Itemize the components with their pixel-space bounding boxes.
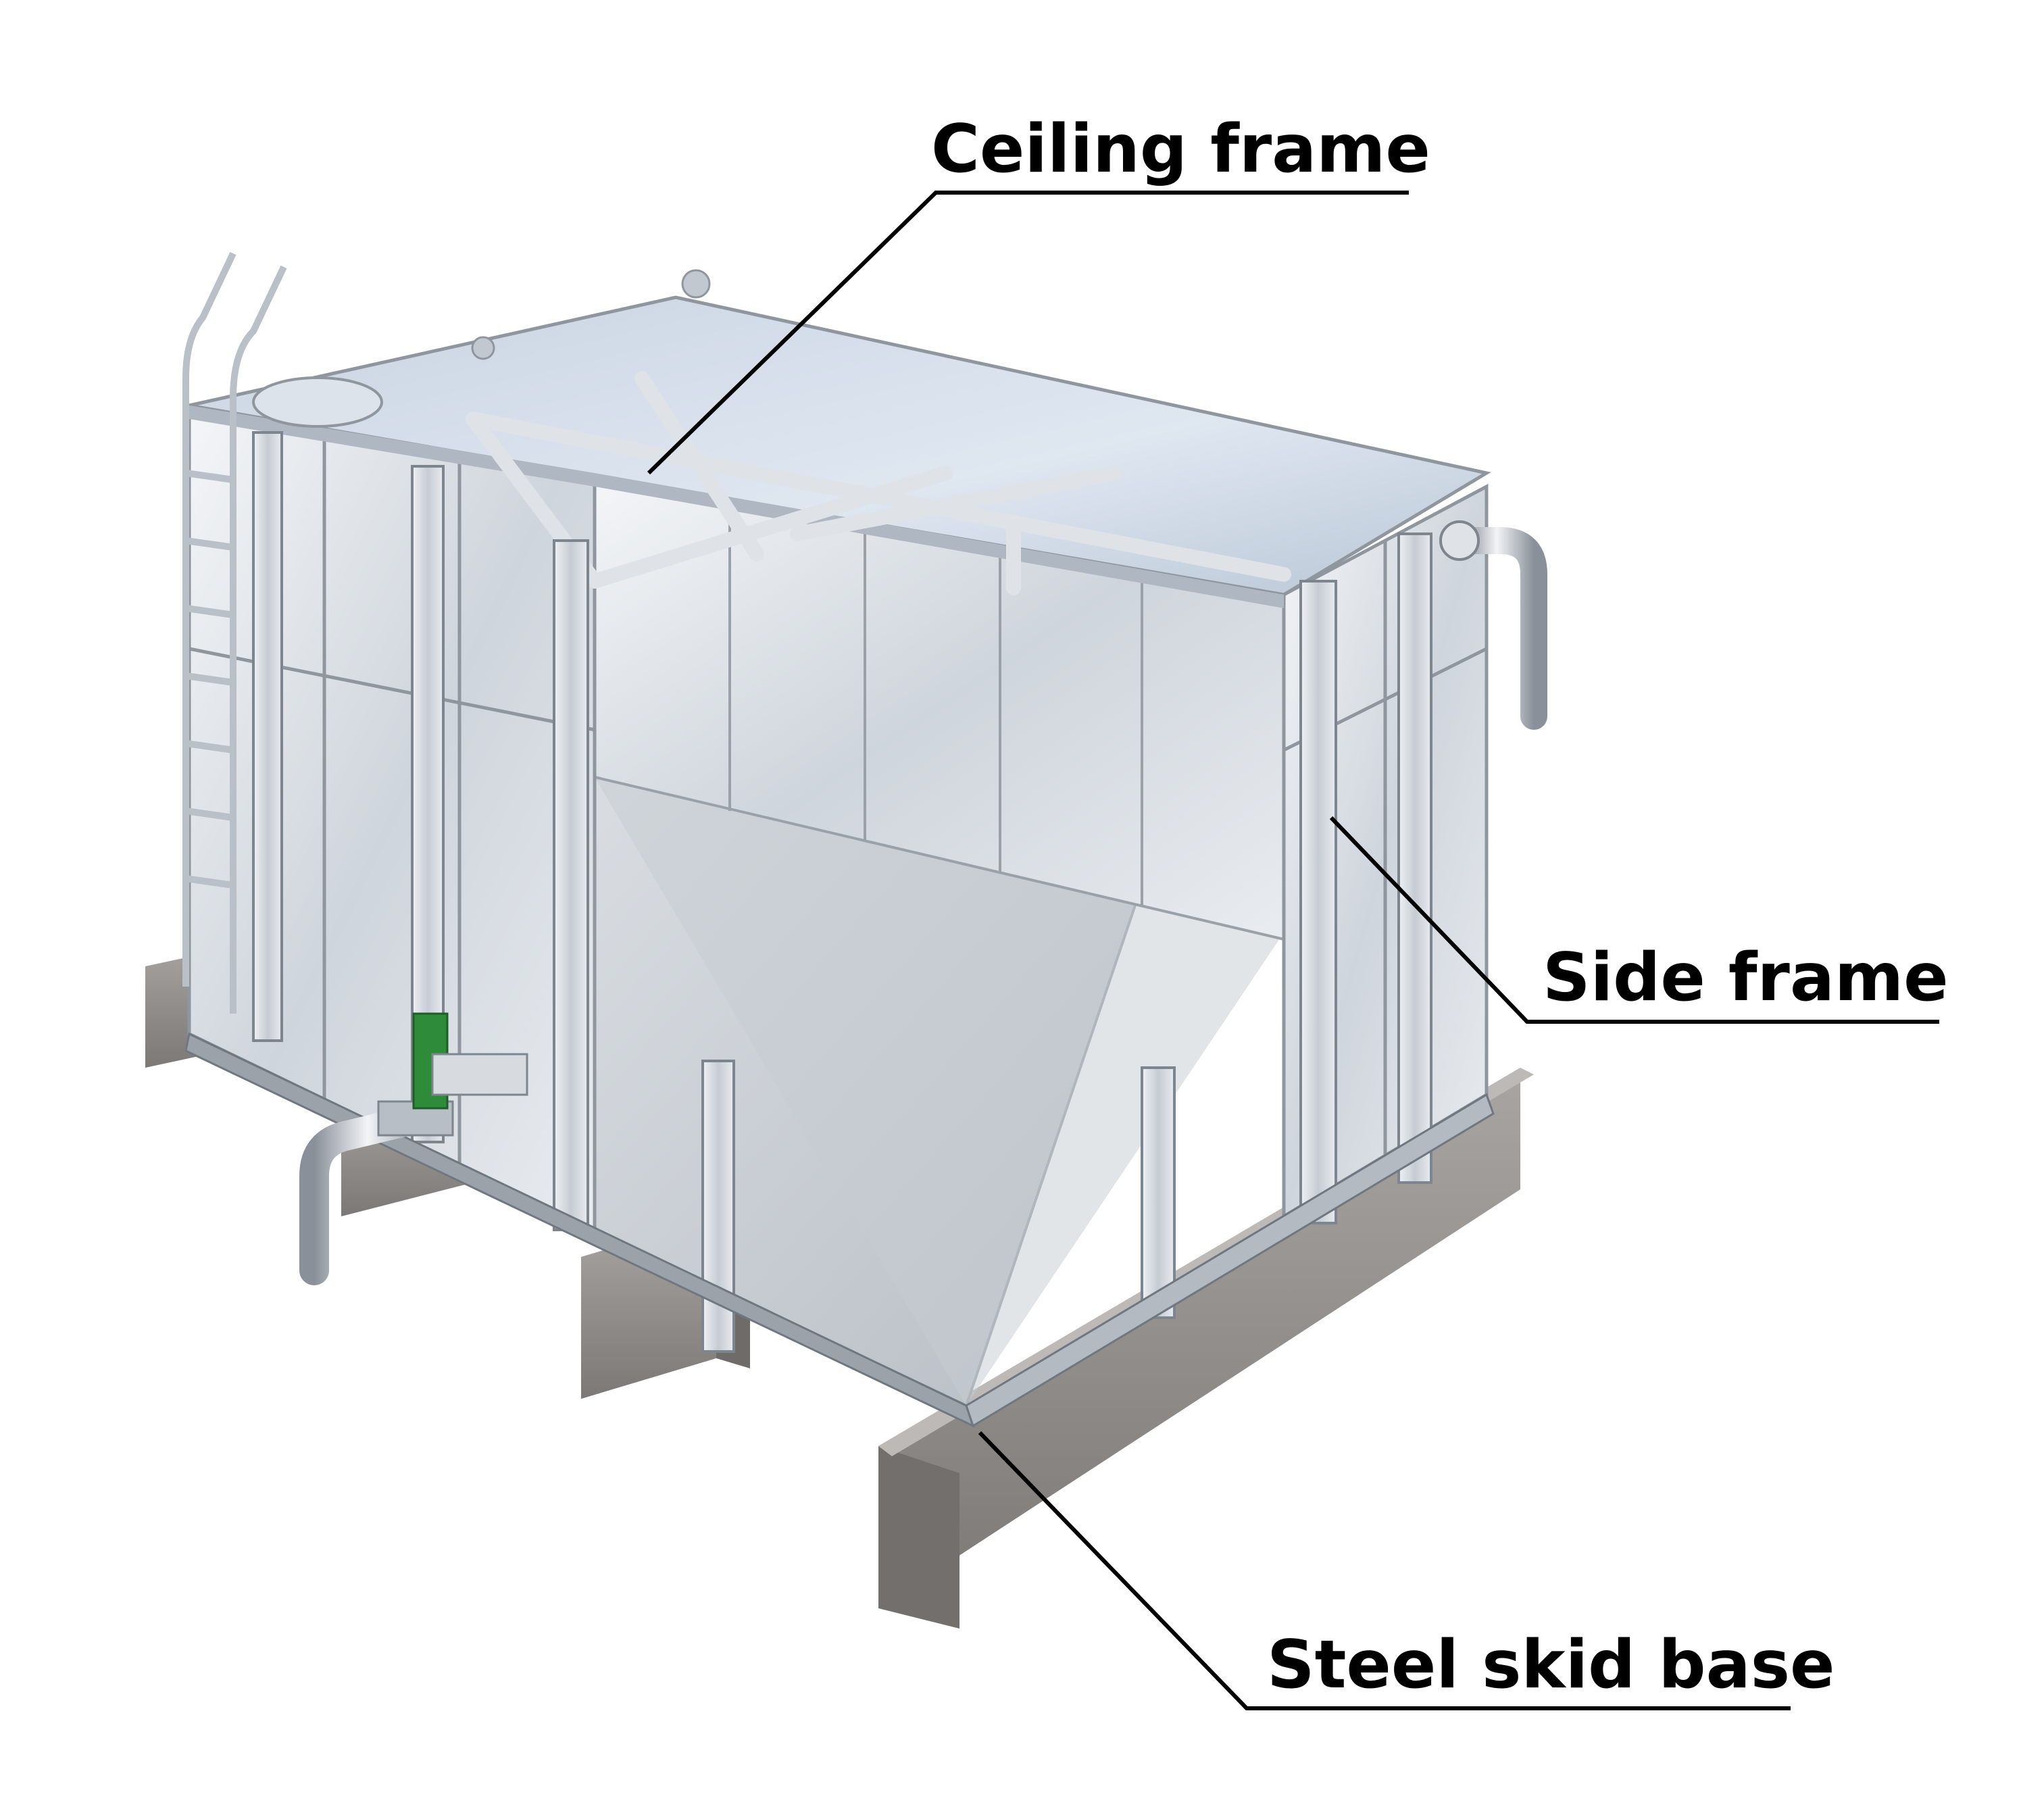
ceiling-frame-label: Ceiling frame <box>931 116 1430 182</box>
steel-skid-base-label: Steel skid base <box>1267 1632 1835 1698</box>
side-frame-label: Side frame <box>1543 945 1949 1011</box>
